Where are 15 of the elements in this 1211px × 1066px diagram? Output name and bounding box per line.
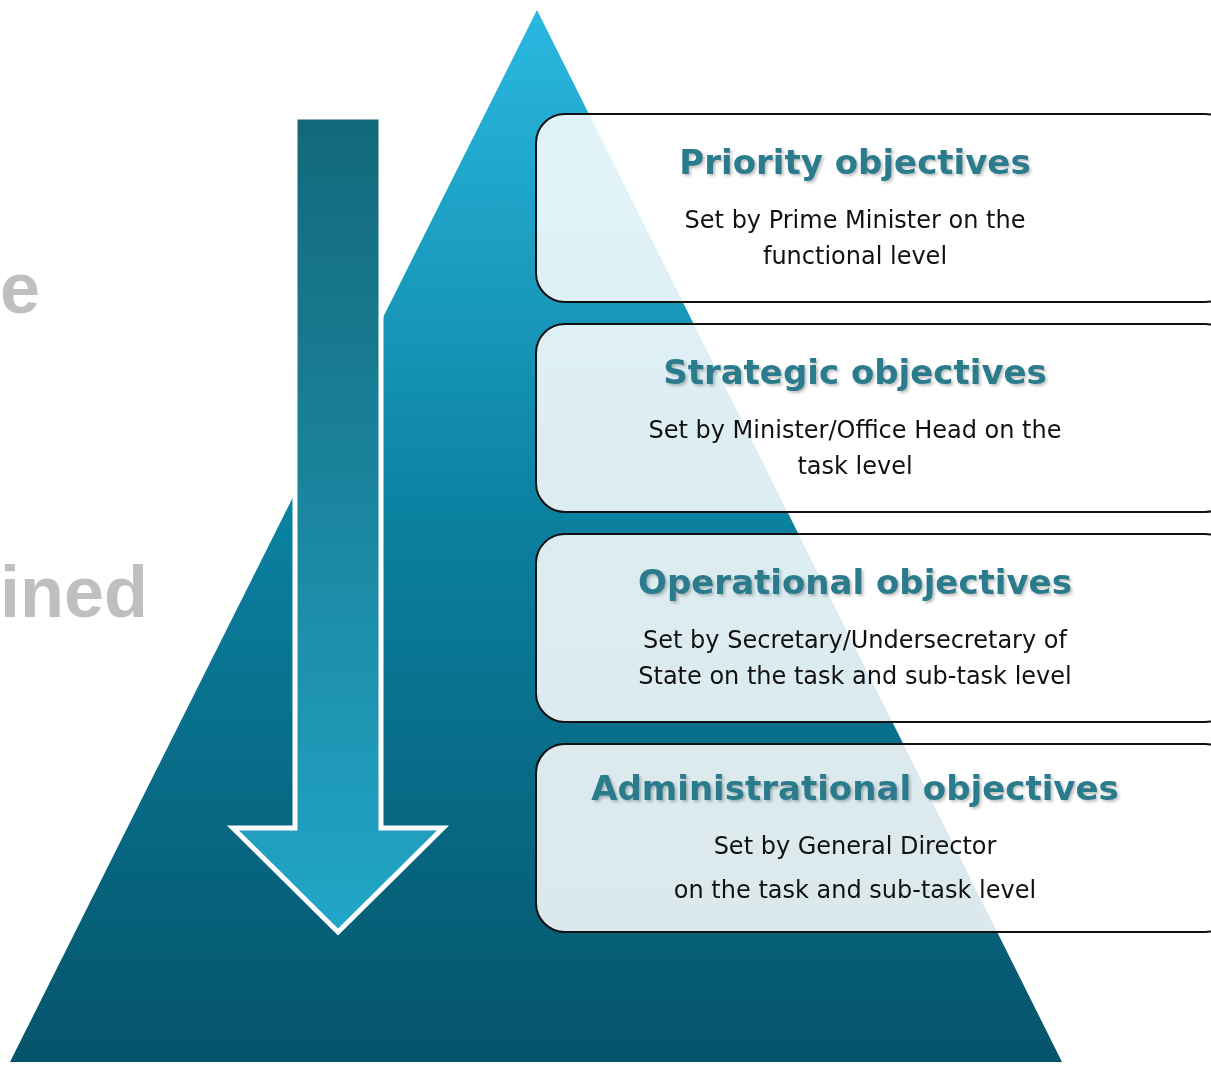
card-heading: Operational objectives (637, 562, 1073, 602)
card-text: Set by Minister/Office Head on the task level (647, 415, 1063, 482)
card-heading: Priority objectives (678, 142, 1032, 182)
card-heading: Strategic objectives (662, 352, 1048, 392)
objective-card (535, 323, 1211, 513)
side-text: e (0, 252, 41, 324)
card-text: Set by Secretary/Undersecretary of State on the task and sub-task level (637, 625, 1073, 692)
objective-card (535, 533, 1211, 723)
side-text: ined (0, 556, 148, 628)
card-heading: Administrational objectives (590, 768, 1120, 808)
objective-card (535, 113, 1211, 303)
card-text: Set by Prime Minister on the functional level (683, 205, 1027, 272)
objective-card (535, 743, 1211, 933)
card-text: on the task and sub-task level (672, 875, 1038, 906)
card-text: Set by General Director (712, 831, 998, 862)
